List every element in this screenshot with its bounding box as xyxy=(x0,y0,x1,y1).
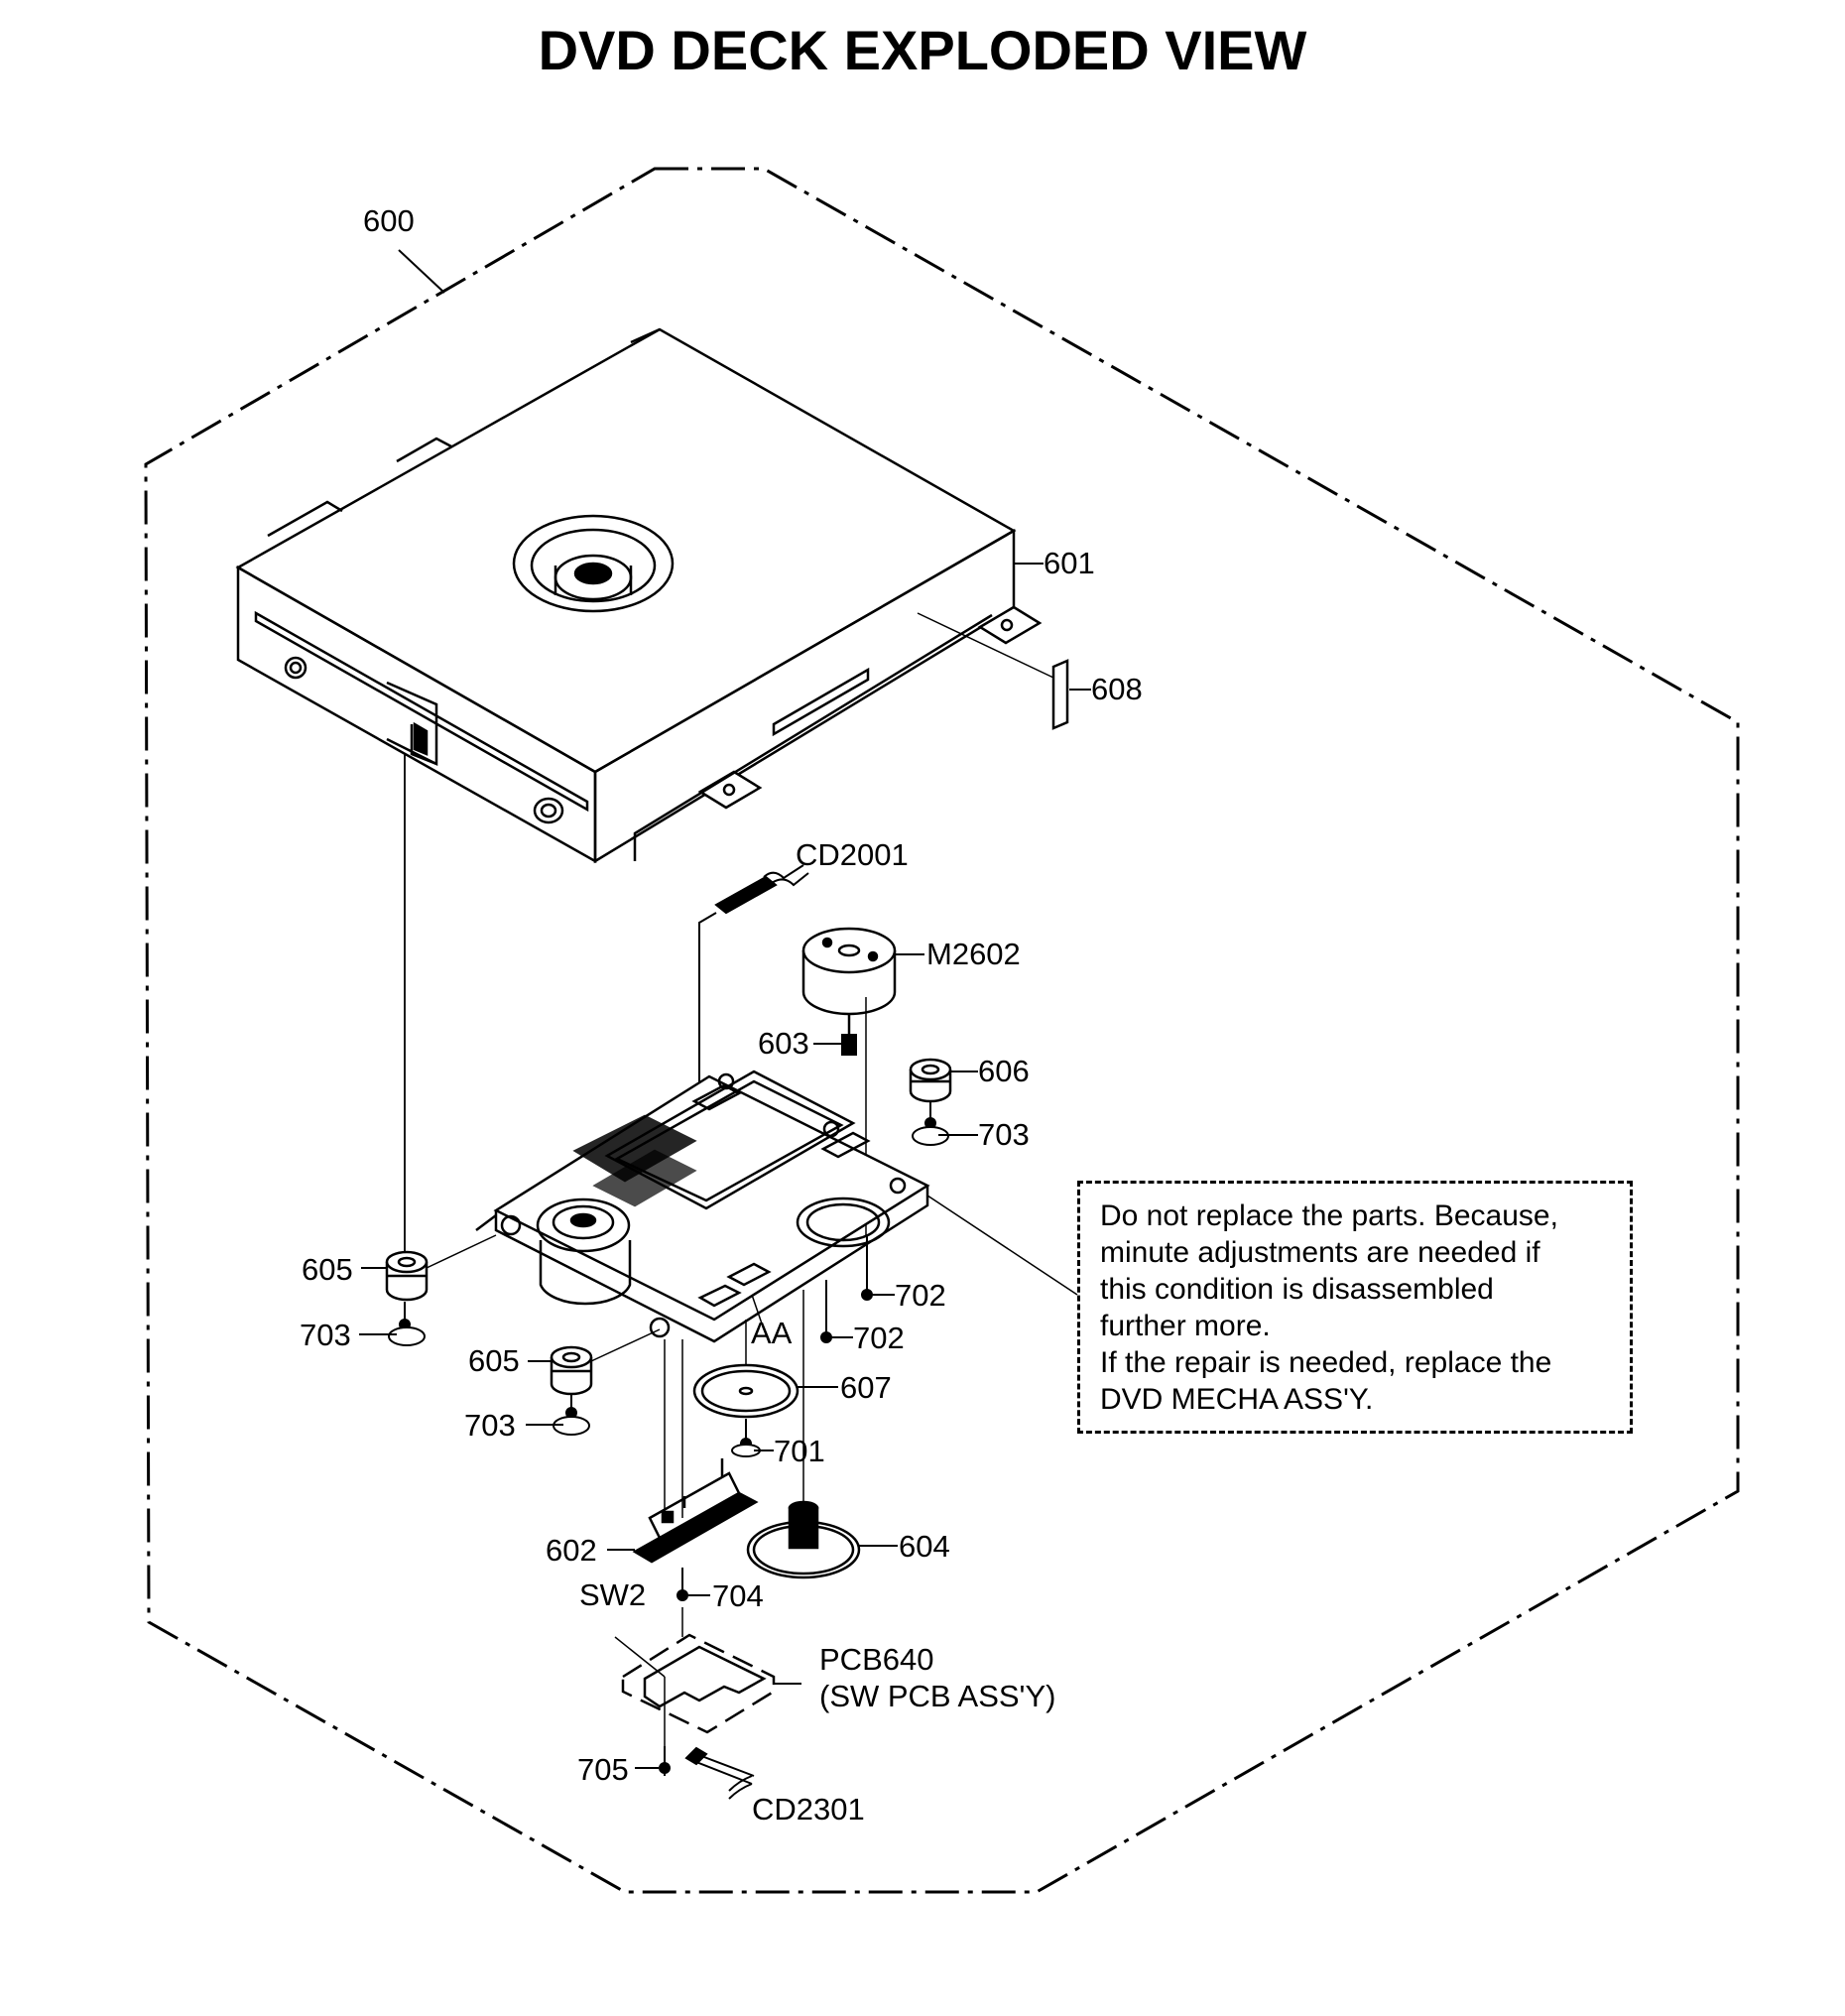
label-701: 701 xyxy=(774,1434,825,1468)
label-702-a: 702 xyxy=(895,1278,946,1313)
note-line: If the repair is needed, replace the xyxy=(1100,1346,1552,1379)
traverse-chassis xyxy=(475,1070,930,1343)
gear-603 xyxy=(813,1034,857,1056)
pcb-640 xyxy=(621,1633,776,1734)
deck-cover-601 xyxy=(235,327,1043,864)
label-pcb640: PCB640 xyxy=(819,1642,933,1677)
label-605-left: 605 xyxy=(302,1252,353,1287)
label-703-middle: 703 xyxy=(464,1408,516,1443)
label-cd2001: CD2001 xyxy=(796,837,909,872)
mount-606 xyxy=(909,1058,952,1103)
assembly-boundary xyxy=(144,167,1740,1894)
gear-607 xyxy=(692,1363,800,1419)
label-pcb640-sub: (SW PCB ASS'Y) xyxy=(819,1679,1055,1713)
label-608: 608 xyxy=(1091,672,1143,706)
label-cd2301: CD2301 xyxy=(752,1792,865,1827)
screw-702-a xyxy=(861,1235,895,1301)
screw-703-middle xyxy=(553,1394,590,1436)
note-line: Do not replace the parts. Because, xyxy=(1100,1199,1558,1232)
label-604: 604 xyxy=(899,1529,950,1564)
label-605-middle: 605 xyxy=(468,1343,520,1378)
label-603: 603 xyxy=(758,1026,809,1061)
part-608 xyxy=(1051,659,1069,730)
flex-cable-cd2301 xyxy=(684,1746,755,1800)
switch-board-602 xyxy=(632,1458,759,1564)
motor-m2602 xyxy=(801,927,897,1038)
screw-704 xyxy=(676,1568,710,1601)
label-702-b: 702 xyxy=(853,1321,905,1355)
diagram-title: DVD DECK EXPLODED VIEW xyxy=(538,19,1307,81)
screw-702-b xyxy=(820,1280,853,1343)
label-703-right: 703 xyxy=(978,1117,1030,1152)
mount-605-middle xyxy=(550,1345,593,1396)
note-line: DVD MECHA ASS'Y. xyxy=(1100,1383,1374,1416)
label-607: 607 xyxy=(840,1370,892,1405)
label-602: 602 xyxy=(546,1533,597,1568)
screw-701 xyxy=(731,1419,774,1457)
screw-705 xyxy=(635,1746,671,1776)
screw-703-right xyxy=(912,1101,949,1146)
label-600: 600 xyxy=(363,203,415,238)
label-aa: AA xyxy=(751,1316,793,1350)
label-m2602: M2602 xyxy=(926,937,1021,971)
service-note: Do not replace the parts. Because, minut… xyxy=(1077,1181,1633,1434)
mount-605-left xyxy=(385,1250,429,1302)
label-703-left: 703 xyxy=(300,1318,351,1352)
gear-604 xyxy=(746,1500,861,1579)
note-line: minute adjustments are needed if xyxy=(1100,1236,1540,1269)
label-704: 704 xyxy=(712,1578,764,1613)
label-601: 601 xyxy=(1044,546,1095,580)
screw-703-left xyxy=(388,1302,426,1346)
note-line: this condition is disassembled xyxy=(1100,1273,1494,1306)
label-sw2: SW2 xyxy=(579,1577,646,1612)
note-line: further more. xyxy=(1100,1310,1271,1342)
label-606: 606 xyxy=(978,1054,1030,1088)
label-705: 705 xyxy=(577,1752,629,1787)
